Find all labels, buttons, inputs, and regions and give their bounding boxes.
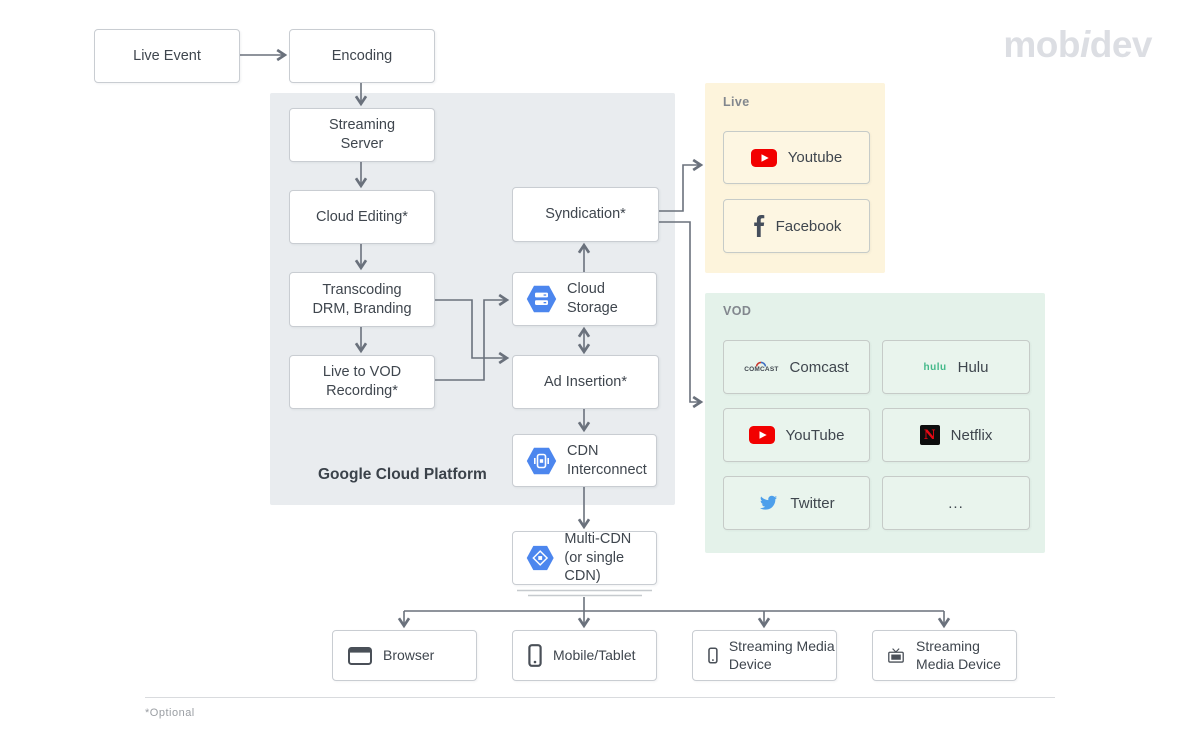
twitter-icon	[760, 495, 778, 510]
item-label: Hulu	[957, 358, 989, 376]
node-ad-insertion: Ad Insertion*	[512, 355, 659, 409]
node-cdn-interconnect: CDN Interconnect	[512, 434, 657, 487]
item-label: Twitter	[790, 494, 835, 512]
hulu-logo: hulu	[923, 361, 947, 373]
vod-panel-label: VOD	[723, 304, 752, 318]
logo-text: i	[1079, 24, 1090, 65]
node-label: Cloud	[567, 281, 605, 298]
node-label: Live to VOD	[322, 364, 402, 381]
node-label: Recording*	[326, 383, 398, 399]
item-label: YouTube	[785, 426, 845, 444]
footnote: *Optional	[145, 707, 195, 719]
item-label: Youtube	[787, 149, 843, 166]
node-label: Encoding	[331, 47, 393, 64]
item-label: Comcast	[789, 358, 849, 376]
node-label: Interconnect	[567, 461, 647, 478]
vod-item-netflix: N Netflix	[882, 408, 1030, 462]
device-label: Streaming Media Device	[916, 638, 1001, 672]
item-label: Netflix	[950, 426, 993, 444]
device-streaming-media-mobile: Streaming Media Device	[692, 630, 837, 681]
device-streaming-media-tv: Streaming Media Device	[872, 630, 1017, 681]
node-label: Live Event	[133, 47, 201, 64]
device-label: Mobile/Tablet	[553, 646, 636, 663]
netflix-icon: N	[919, 425, 940, 445]
node-label: Storage	[567, 300, 618, 316]
cdn-interconnect-icon	[526, 447, 557, 474]
node-label: CDN	[567, 442, 599, 459]
item-label: Facebook	[775, 217, 842, 235]
logo-text: dev	[1089, 24, 1153, 65]
live-item-youtube: Youtube	[723, 131, 870, 184]
device-mobile-tablet: Mobile/Tablet	[512, 630, 657, 681]
device-browser: Browser	[332, 630, 477, 681]
node-label: DRM, Branding	[312, 300, 412, 317]
gcp-region-label: Google Cloud Platform	[318, 466, 487, 483]
mobile-icon	[528, 644, 542, 667]
netflix-n: N	[923, 427, 936, 443]
vod-item-youtube: YouTube	[723, 408, 870, 462]
mobidev-logo: mobidev	[1003, 24, 1152, 66]
node-cloud-editing: Cloud Editing*	[289, 190, 435, 244]
multi-cdn-icon	[526, 545, 554, 571]
device-label: Browser	[383, 646, 435, 663]
comcast-logo: COMCAST	[744, 361, 778, 374]
vod-item-comcast: COMCAST Comcast	[723, 340, 870, 394]
footer-divider	[145, 697, 1055, 698]
item-label: ...	[948, 494, 964, 512]
node-streaming-server: Streaming Server	[289, 108, 435, 162]
node-label: Ad Insertion*	[543, 373, 628, 390]
youtube-icon	[748, 426, 775, 444]
vod-item-twitter: Twitter	[723, 476, 870, 530]
node-cloud-storage: Cloud Storage	[512, 272, 657, 326]
node-label: Cloud Editing*	[316, 208, 408, 225]
logo-text: mob	[1003, 24, 1080, 65]
node-transcoding: Transcoding DRM, Branding	[289, 272, 435, 327]
vod-item-hulu: hulu Hulu	[882, 340, 1030, 394]
vod-item-other: ...	[882, 476, 1030, 530]
live-item-facebook: Facebook	[723, 199, 870, 253]
browser-icon	[348, 646, 372, 665]
node-label: (or single CDN)	[564, 549, 625, 585]
node-multi-cdn: Multi-CDN (or single CDN)	[512, 531, 657, 585]
comcast-crescent-icon	[756, 361, 767, 367]
node-label: Multi-CDN	[564, 530, 632, 547]
cloud-storage-icon	[526, 285, 557, 313]
device-label: Streaming Media Device	[728, 638, 835, 672]
comcast-wordmark: COMCAST	[744, 365, 779, 373]
tv-icon	[888, 648, 904, 663]
youtube-icon	[750, 148, 777, 167]
live-panel	[705, 83, 885, 273]
node-live-event: Live Event	[94, 29, 240, 83]
live-panel-label: Live	[723, 95, 750, 109]
node-label: Server	[340, 136, 384, 152]
vod-panel	[705, 293, 1045, 553]
mobile-icon	[708, 647, 718, 664]
node-label: Transcoding	[322, 281, 402, 298]
node-encoding: Encoding	[289, 29, 435, 83]
facebook-icon	[753, 215, 764, 237]
node-syndication: Syndication*	[512, 187, 659, 242]
node-live-to-vod-recording: Live to VOD Recording*	[289, 355, 435, 409]
node-label: Syndication*	[545, 206, 626, 223]
node-label: Streaming	[328, 117, 396, 134]
